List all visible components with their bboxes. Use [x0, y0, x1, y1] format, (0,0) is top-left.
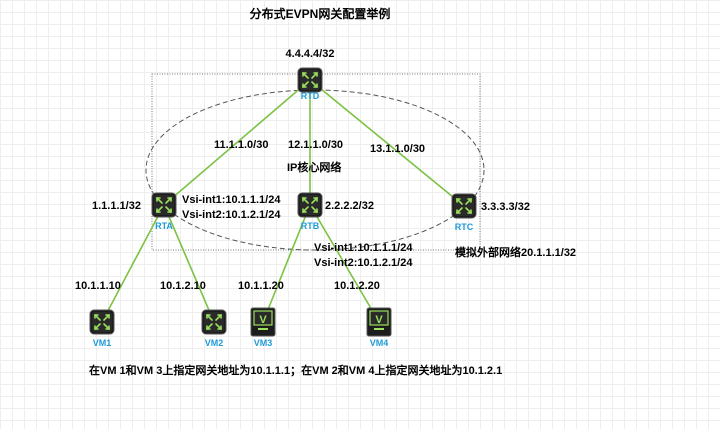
vm3-ip: 10.1.1.20 — [238, 280, 284, 292]
vm-2[interactable]: VM2 10.1.2.10 — [160, 280, 227, 348]
footnote: 在VM 1和VM 3上指定网关地址为10.1.1.1；在VM 2和VM 4上指定… — [89, 363, 502, 377]
rtb-label: RTB — [301, 221, 320, 231]
vm2-label: VM2 — [205, 338, 224, 348]
link-label-rtd-rtc: 13.1.1.0/30 — [370, 143, 425, 155]
vm1-ip: 10.1.1.10 — [75, 280, 121, 292]
core-network-ellipse — [145, 89, 485, 251]
router-rtc[interactable]: RTC 3.3.3.3/32 — [451, 193, 530, 232]
vm-3[interactable]: VM3 10.1.1.20 — [238, 280, 284, 348]
rtc-ip: 3.3.3.3/32 — [481, 201, 530, 213]
vm-4[interactable]: VM4 10.1.2.20 — [334, 280, 392, 348]
vm3-icon — [250, 307, 276, 337]
rtc-label: RTC — [455, 222, 474, 232]
router-icon — [297, 67, 323, 93]
link-rtb-vm4 — [309, 204, 380, 323]
rtb-vsi-int2: Vsi-int2:10.1.2.1/24 — [314, 257, 413, 269]
vm4-icon — [366, 307, 392, 337]
link-rta-vm2 — [163, 204, 215, 323]
vm1-icon — [89, 309, 115, 335]
core-network-label: IP核心网络 — [287, 160, 341, 174]
vm1-label: VM1 — [93, 338, 112, 348]
router-icon — [297, 192, 323, 218]
vm4-label: VM4 — [370, 338, 389, 348]
link-rtb-vm3 — [262, 204, 311, 323]
external-network-label: 模拟外部网络20.1.1.1/32 — [455, 245, 576, 259]
link-rta-vm1 — [101, 204, 165, 323]
diagram-title: 分布式EVPN网关配置举例 — [250, 6, 391, 21]
rta-vsi-int2: Vsi-int2:10.1.2.1/24 — [182, 209, 281, 221]
link-rtd-rta — [163, 79, 311, 206]
link-label-rtd-rtb: 12.1.1.0/30 — [288, 139, 343, 151]
router-rtd[interactable]: RTD 4.4.4.4/32 — [286, 48, 335, 101]
links — [101, 79, 465, 323]
vm2-icon — [201, 309, 227, 335]
rta-ip: 1.1.1.1/32 — [92, 200, 141, 212]
rtb-ip: 2.2.2.2/32 — [325, 200, 374, 212]
vm4-ip: 10.1.2.20 — [334, 280, 380, 292]
link-rtd-rtc — [309, 79, 465, 207]
router-icon — [451, 193, 477, 219]
vm3-label: VM3 — [254, 338, 273, 348]
vm2-ip: 10.1.2.10 — [160, 280, 206, 292]
link-label-rtd-rta: 11.1.1.0/30 — [214, 139, 268, 151]
rta-vsi-int1: Vsi-int1:10.1.1.1/24 — [182, 194, 281, 206]
rtd-label: RTD — [301, 91, 320, 101]
router-rtb[interactable]: RTB 2.2.2.2/32 — [297, 192, 374, 231]
rta-label: RTA — [155, 221, 173, 231]
router-icon — [151, 192, 177, 218]
rtd-ip: 4.4.4.4/32 — [286, 48, 335, 60]
router-rta[interactable]: RTA 1.1.1.1/32 — [92, 192, 177, 231]
vm-1[interactable]: VM1 10.1.1.10 — [75, 280, 121, 348]
rtb-vsi-int1: Vsi-int1:10.1.1.1/24 — [314, 242, 413, 254]
